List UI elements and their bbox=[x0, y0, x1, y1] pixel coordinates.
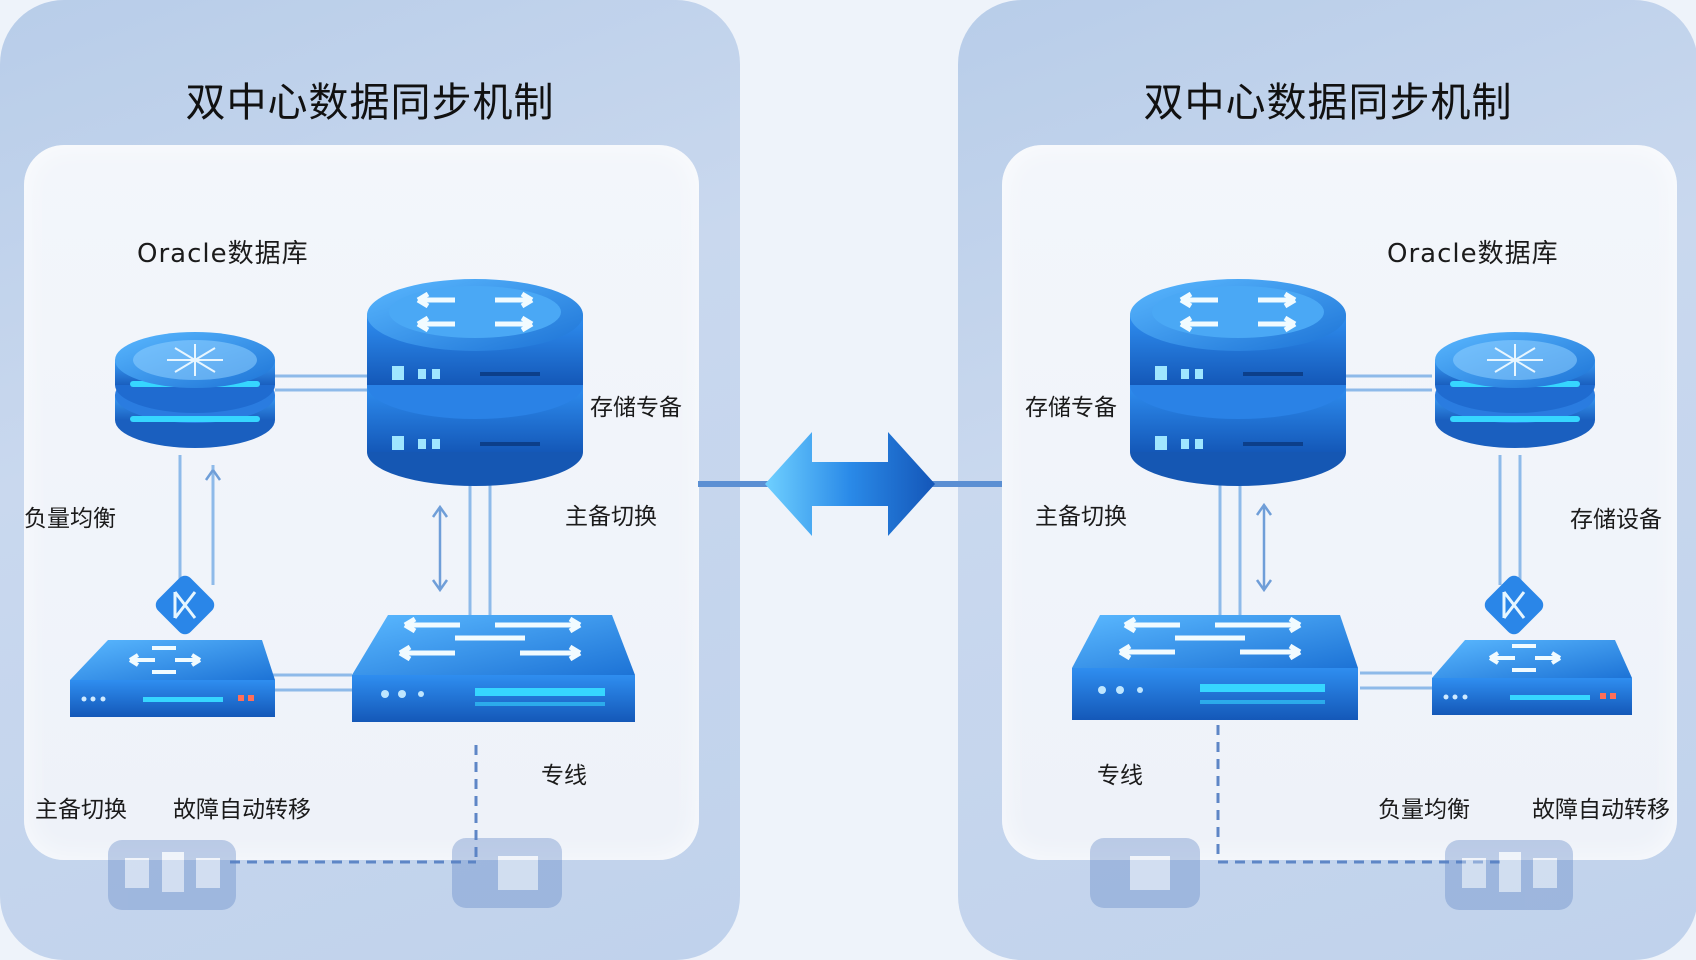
right-label-switchover: 主备切换 bbox=[1035, 504, 1127, 530]
left-label-database: Oracle数据库 bbox=[137, 239, 309, 269]
right-center-panel: 双中心数据同步机制 bbox=[958, 0, 1696, 960]
right-label-storage-device: 存储设备 bbox=[1570, 507, 1662, 533]
right-panel-title: 双中心数据同步机制 bbox=[1143, 80, 1513, 126]
bidirectional-arrow-icon bbox=[765, 432, 935, 536]
left-sync-diamond-icon bbox=[155, 575, 215, 635]
right-sync-diamond-icon bbox=[1484, 575, 1544, 635]
right-inner-card bbox=[1002, 145, 1677, 860]
right-load-balancer-switch-icon bbox=[1432, 640, 1632, 715]
left-label-switchover-top: 主备切换 bbox=[565, 504, 657, 530]
left-load-balancer-switch-icon bbox=[70, 640, 275, 717]
left-label-leased-line: 专线 bbox=[541, 763, 587, 789]
left-oracle-db-icon bbox=[115, 332, 275, 448]
right-label-leased-line: 专线 bbox=[1097, 763, 1143, 789]
left-label-failover: 故障自动转移 bbox=[173, 797, 311, 823]
left-label-load-balance: 负量均衡 bbox=[24, 506, 116, 532]
right-storage-server-icon bbox=[1130, 279, 1346, 486]
left-inner-card bbox=[24, 145, 699, 860]
left-label-switchover-bottom: 主备切换 bbox=[35, 797, 127, 823]
left-chip-icons bbox=[108, 838, 562, 910]
right-core-switch-icon bbox=[1072, 615, 1358, 720]
sync-connector bbox=[698, 432, 1002, 536]
right-label-failover: 故障自动转移 bbox=[1532, 797, 1670, 823]
left-core-switch-icon bbox=[352, 615, 635, 722]
right-label-storage-backup: 存储专备 bbox=[1025, 395, 1117, 421]
right-chip-icons bbox=[1090, 838, 1573, 910]
right-label-load-balance: 负量均衡 bbox=[1378, 797, 1470, 823]
left-center-panel: 双中心数据同步机制 bbox=[0, 0, 740, 960]
right-label-database: Oracle数据库 bbox=[1387, 239, 1559, 269]
left-panel-title: 双中心数据同步机制 bbox=[185, 80, 555, 126]
left-label-storage-backup: 存储专备 bbox=[590, 395, 682, 421]
right-oracle-db-icon bbox=[1435, 332, 1595, 448]
left-storage-server-icon bbox=[367, 279, 583, 486]
